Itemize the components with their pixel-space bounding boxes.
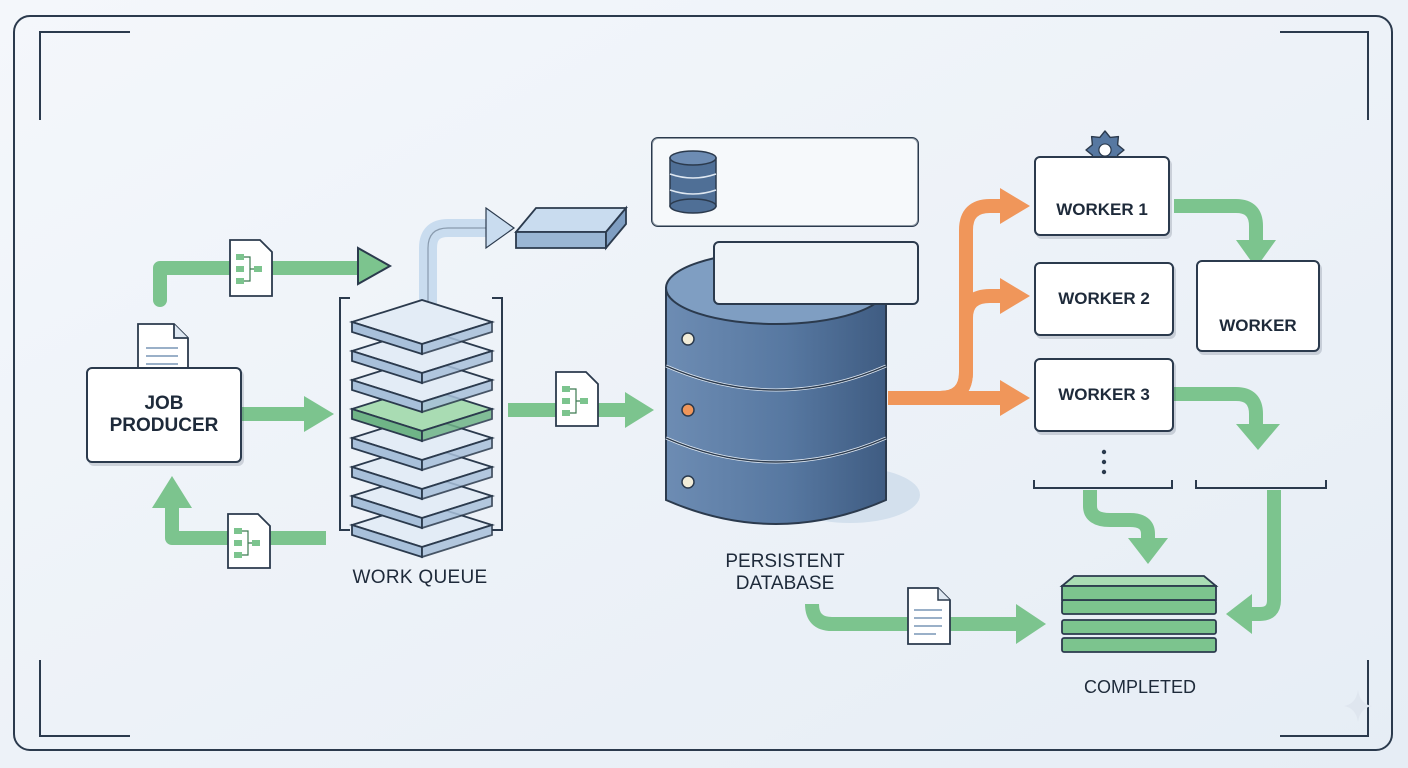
work-queue-label: WORK QUEUE [352, 567, 488, 588]
worker-2-label: WORKER 2 [1058, 289, 1150, 308]
orange-fanout-arrows [888, 199, 1002, 405]
completed-item [1061, 599, 1217, 615]
worker-3-label: WORKER 3 [1058, 385, 1150, 404]
db-mini-icon [669, 150, 717, 214]
db-info-panel-bottom [713, 241, 919, 305]
job-producer-label-line1: JOB [144, 393, 184, 414]
completed-item [1059, 575, 1219, 601]
database-label-line2: DATABASE [735, 572, 835, 594]
database-label: PERSISTENT DATABASE [690, 551, 880, 595]
right-return-arrow [1226, 490, 1281, 634]
job-doc-icon-bottom [227, 513, 271, 569]
worker-1-label: WORKER 1 [1056, 200, 1148, 219]
orange-arrowheads [1000, 188, 1030, 416]
frame-corner-marks [39, 31, 1369, 737]
worker-2-box[interactable]: WORKER 2 [1034, 262, 1174, 336]
job-producer-label-line2: PRODUCER [109, 415, 219, 436]
completed-item [1061, 619, 1217, 635]
completed-doc-icon [907, 587, 951, 645]
queue-brackets [339, 297, 503, 531]
worker-3-box[interactable]: WORKER 3 [1034, 358, 1174, 432]
database-label-line1: PERSISTENT [725, 551, 845, 572]
worker-extra-box[interactable]: WORKER [1196, 260, 1320, 352]
completed-item [1061, 637, 1217, 653]
flow-arrow-middle [242, 396, 334, 432]
job-doc-icon-queue-db [555, 371, 599, 427]
worker-1-box[interactable]: WORKER 1 [1034, 156, 1170, 236]
worker1-to-worker-arrow [1174, 199, 1276, 268]
small-slab [514, 205, 628, 251]
worker3-to-down-arrow [1174, 387, 1280, 450]
db-to-completed-arrow [805, 603, 1046, 644]
outer-frame [13, 15, 1393, 751]
job-doc-icon-top [229, 239, 273, 297]
result-brackets [1033, 480, 1327, 489]
completed-stack [1059, 575, 1219, 653]
flow-arrow-bottom-return [152, 476, 326, 545]
queue-item [348, 299, 496, 356]
worker-extra-label: WORKER [1219, 316, 1297, 335]
results-to-completed-arrow [1083, 490, 1168, 564]
sparkle-icon [1344, 690, 1372, 722]
flow-arrow-queue-up [419, 206, 516, 310]
work-queue-stack [348, 299, 496, 559]
more-workers-dots [1101, 449, 1107, 475]
job-producer-box[interactable]: JOB PRODUCER [86, 367, 242, 463]
db-info-panel-top [651, 137, 919, 227]
flow-arrow-top [153, 246, 393, 307]
completed-label: COMPLETED [1083, 677, 1197, 697]
